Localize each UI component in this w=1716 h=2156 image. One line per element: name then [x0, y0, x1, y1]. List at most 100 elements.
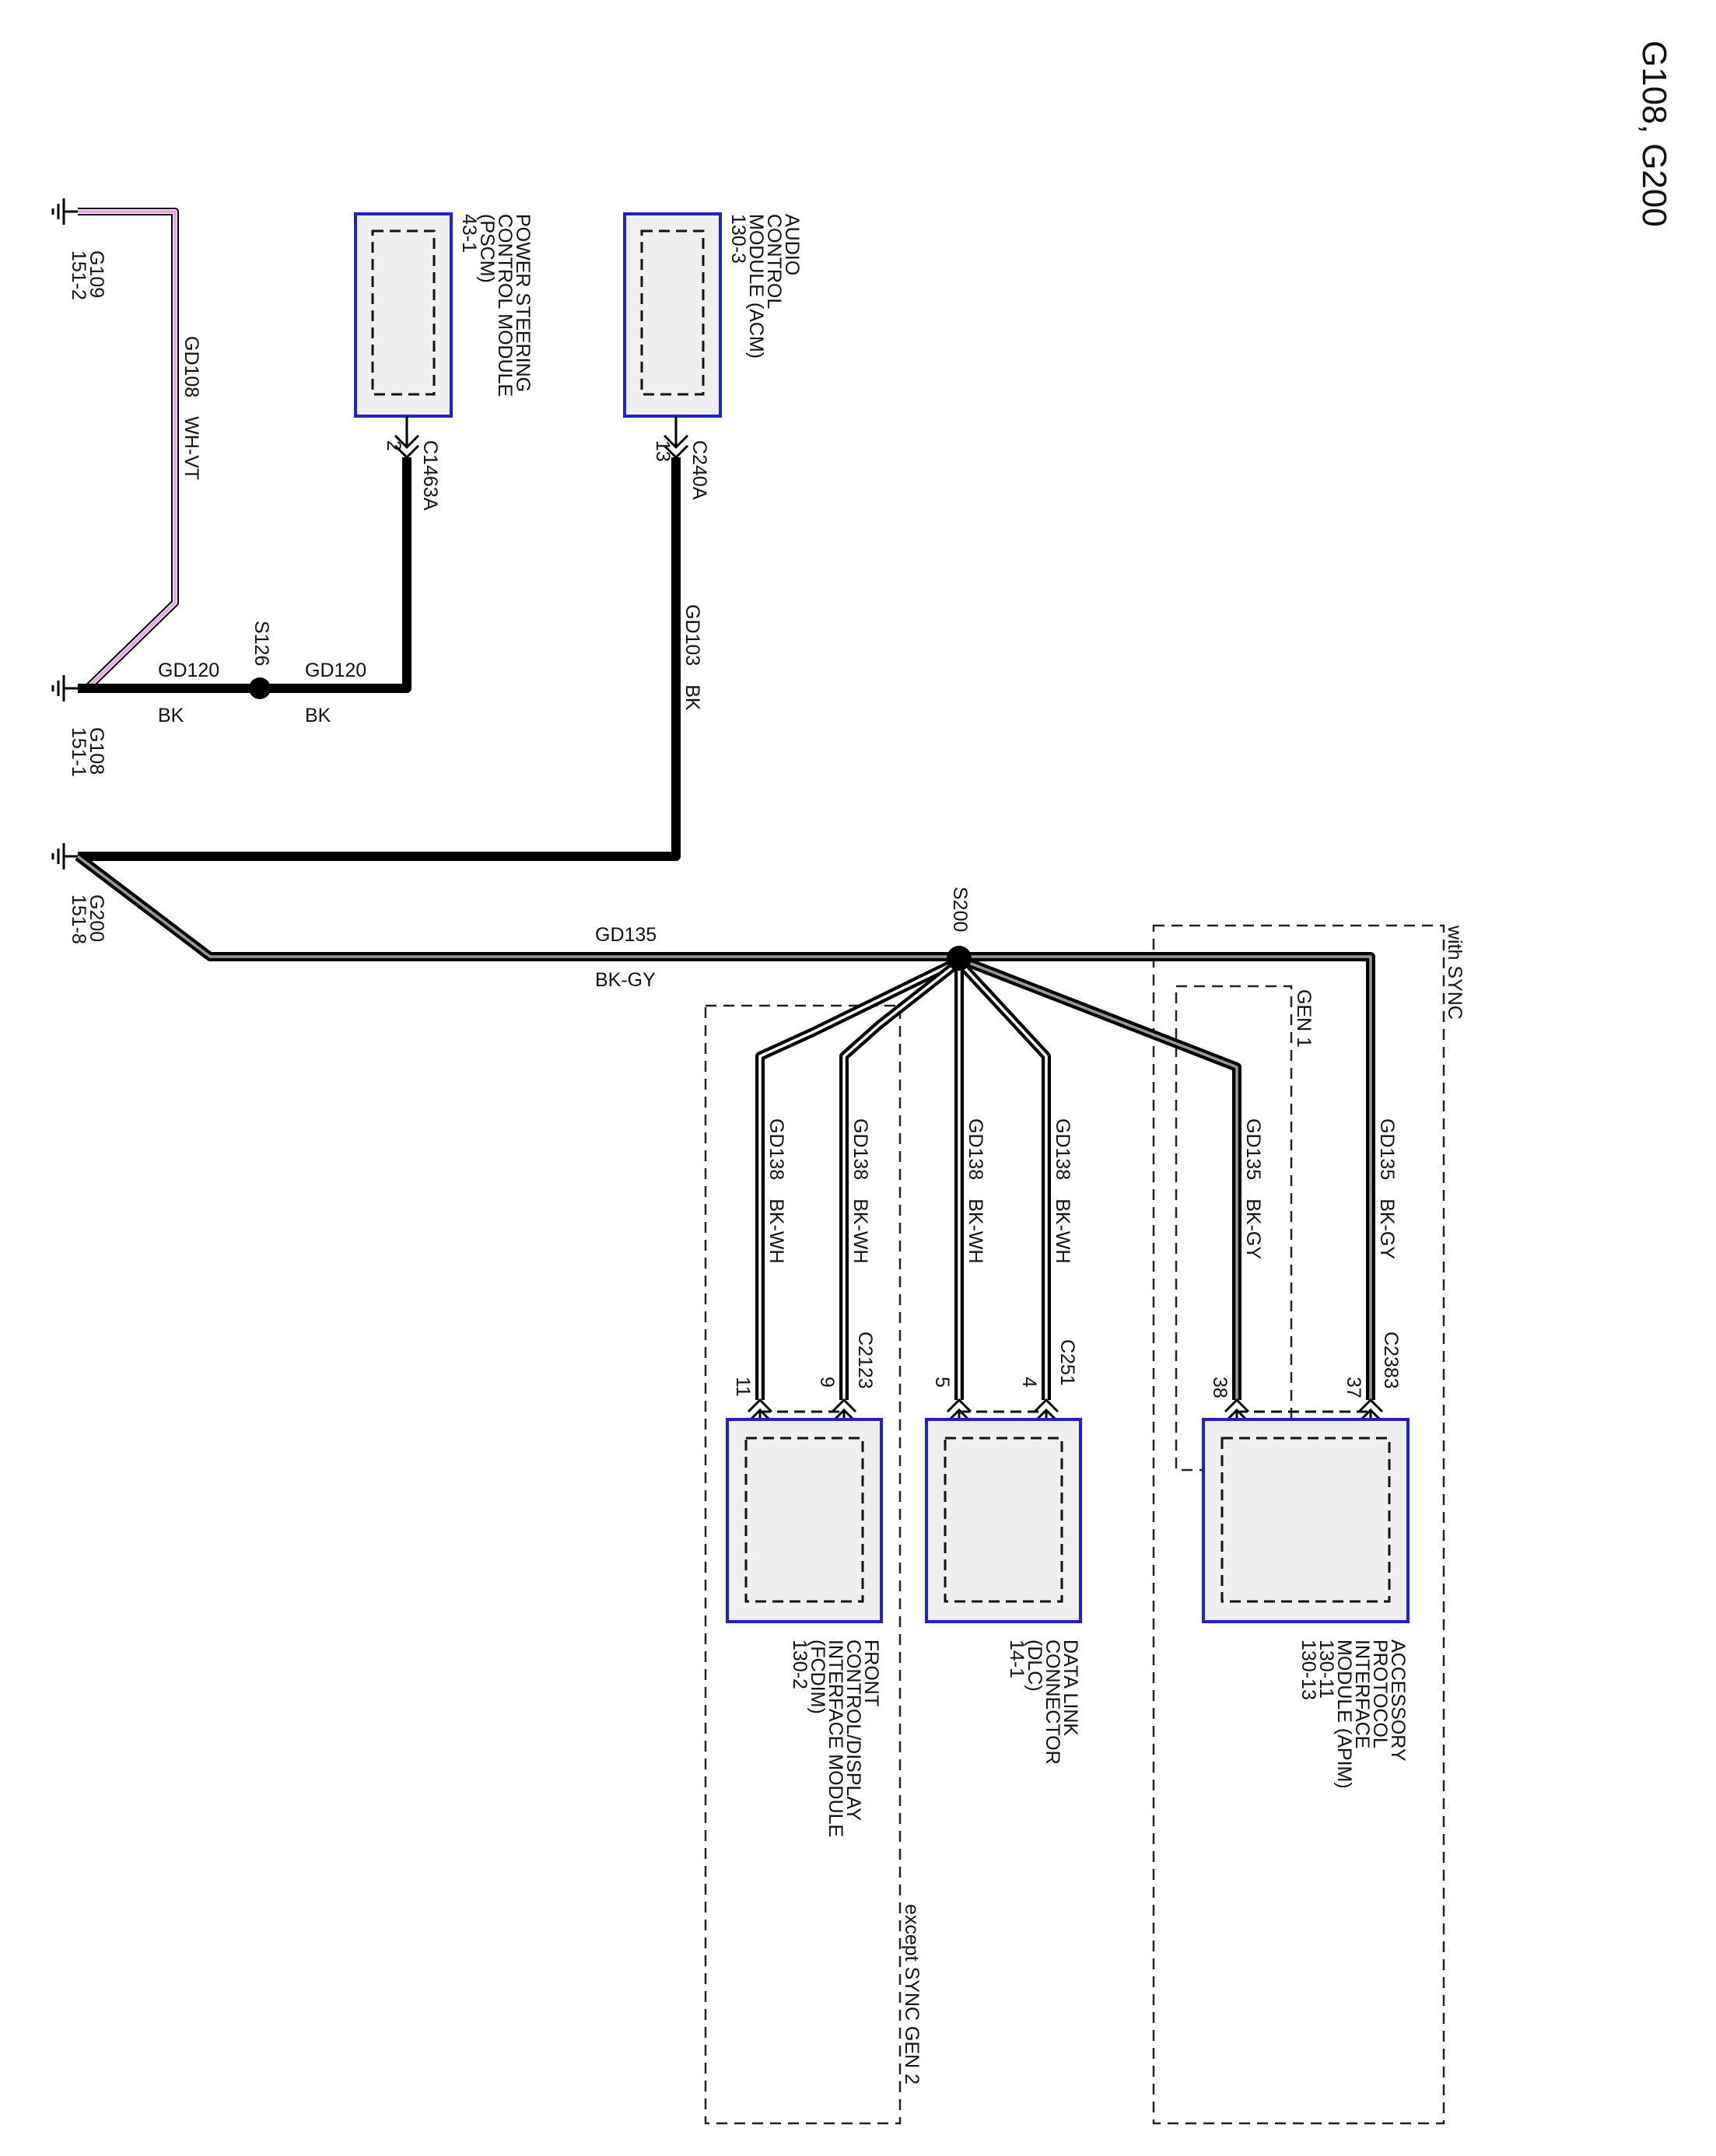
apim-module: ACCESSORY PROTOCOL INTERFACE MODULE (API… [1202, 1418, 1410, 1794]
svg-text:POWER STEERING CONTROL M: POWER STEERING CONTROL MODULE (PSCM) 43-… [458, 214, 534, 402]
dlc-connector-label: C251 [1056, 1339, 1078, 1386]
svg-text:GD135BK-GY: GD135BK-GY [1376, 1118, 1398, 1259]
svg-text:GD108WH-VT: GD108WH-VT [180, 336, 202, 480]
wire-gd135-apim-38: GD135BK-GY [957, 954, 1264, 1400]
acm-pin-13: 13 [652, 440, 674, 462]
g200-ref: 151-8 [68, 894, 89, 944]
gd108-color: WH-VT [180, 416, 202, 480]
pscm-connector-c1463a: C1463A 2 [383, 416, 441, 511]
acm-label-line2: CONTROL [763, 214, 785, 309]
fcdim-label-line2: CONTROL/DISPLAY [842, 1640, 864, 1821]
fcdim-label-line1: FRONT [860, 1640, 882, 1706]
gd135a-color: BK-GY [1242, 1199, 1264, 1259]
svg-text:GD103BK: GD103BK [681, 604, 703, 711]
acm-label-line4: 130-3 [727, 214, 749, 264]
fcdim-label-line4: (FCDIM) [807, 1640, 828, 1714]
s126-label: S126 [250, 621, 272, 666]
wire-gd103: GD103BK [78, 457, 703, 861]
pscm-module: POWER STEERING CONTROL MODULE (PSCM) 43-… [354, 212, 534, 418]
gd138c-circuit: GD138 [965, 1118, 986, 1180]
apim-connector-c2383: C2383 37 38 [1209, 1332, 1402, 1431]
gd120b-color: BK [305, 705, 331, 726]
pscm-label-line2: CONTROL MODULE [494, 214, 516, 397]
ground-g109: G109 151-2 [51, 198, 107, 303]
wire-gd120: GD120 BK GD120 BK [78, 457, 411, 726]
svg-text:GD135BK-GY: GD135BK-GY [1242, 1118, 1264, 1259]
acm-module: AUDIO CONTROL MODULE (ACM) 130-3 [623, 212, 803, 418]
splice-s126: S126 [249, 621, 272, 699]
gd103-color: BK [681, 684, 703, 711]
dlc-label-line2: CONNECTOR [1042, 1640, 1063, 1765]
apim-label-line3: INTERFACE [1351, 1640, 1373, 1748]
gd135a-circuit: GD135 [1242, 1118, 1264, 1180]
svg-text:GD138BK-WH: GD138BK-WH [1052, 1118, 1073, 1264]
except-sync-gen2-label: except SYNC GEN 2 [901, 1904, 923, 2084]
gd138a-circuit: GD138 [765, 1118, 787, 1180]
gd138d-color: BK-WH [1052, 1199, 1073, 1263]
diagram-title: G108, G200 [1635, 40, 1673, 227]
gd138d-circuit: GD138 [1052, 1118, 1073, 1180]
splice-s200: S200 [947, 887, 972, 971]
g109-ref: 151-2 [68, 250, 89, 300]
dlc-label-line3: (DLC) [1024, 1640, 1045, 1692]
svg-text:ACCESSORY PROTOCOL: ACCESSORY PROTOCOL INTERFACE MODULE (API… [1298, 1640, 1409, 1794]
gd135-main-circuit: GD135 [595, 924, 657, 946]
wire-gd135-apim-37: GD135BK-GY [959, 952, 1398, 1400]
fcdim-pin-9: 9 [816, 1377, 838, 1388]
dlc-label-line4: 14-1 [1006, 1640, 1028, 1678]
pscm-pin-2: 2 [383, 440, 404, 451]
pscm-label-line4: 43-1 [458, 214, 480, 253]
gd138a-color: BK-WH [765, 1199, 787, 1263]
svg-text:G200 151-8: G200 151-8 [68, 894, 107, 947]
wire-gd108: GD108WH-VT [78, 208, 202, 691]
svg-text:AUDIO CONTROL MODU: AUDIO CONTROL MODULE (ACM) 130-3 [727, 214, 803, 364]
apim-pin-37: 37 [1343, 1377, 1364, 1398]
gd135b-circuit: GD135 [1376, 1118, 1398, 1180]
pscm-label-line3: (PSCM) [476, 214, 498, 283]
dlc-pin-5: 5 [931, 1377, 953, 1388]
gd135b-color: BK-GY [1376, 1199, 1398, 1259]
fcdim-label-line3: INTERFACE MODULE [825, 1640, 846, 1837]
ground-g200: G200 151-8 [51, 843, 107, 947]
wire-gd135-main: GD135 BK-GY [75, 852, 959, 991]
dlc-label-line1: DATA LINK [1059, 1640, 1081, 1736]
fcdim-pin-11: 11 [732, 1377, 754, 1397]
svg-text:G109 151-2: G109 151-2 [68, 250, 107, 303]
acm-label-line3: MODULE (ACM) [745, 214, 767, 359]
gd120a-color: BK [158, 705, 184, 726]
gd138c-color: BK-WH [965, 1199, 986, 1263]
acm-label-line1: AUDIO [781, 214, 803, 275]
dlc-connector-c251: C251 4 5 [931, 1339, 1078, 1431]
svg-text:FRONT CONTROL/DISPLAY: FRONT CONTROL/DISPLAY INTERFACE MODULE (… [789, 1640, 882, 1843]
with-sync-group: with SYNC [1152, 924, 1466, 2125]
apim-label-line2: PROTOCOL [1369, 1640, 1391, 1748]
g109-id: G109 [86, 250, 107, 298]
dlc-pin-4: 4 [1018, 1377, 1040, 1388]
svg-text:DATA LINK CONNECTOR: DATA LINK CONNECTOR (DLC) 14-1 [1006, 1640, 1081, 1770]
pscm-label-line1: POWER STEERING [512, 214, 534, 392]
gd120b-circuit: GD120 [305, 660, 366, 681]
wire-gd138-dlc-4: GD138BK-WH [955, 958, 1073, 1400]
gen1-label: GEN 1 [1293, 989, 1315, 1048]
apim-label-line6: 130-13 [1298, 1640, 1319, 1700]
apim-label-line4: MODULE (APIM) [1333, 1640, 1355, 1789]
fcdim-connector-c2123: C2123 9 11 [732, 1332, 876, 1431]
fcdim-module: FRONT CONTROL/DISPLAY INTERFACE MODULE (… [726, 1418, 883, 1843]
apim-label-line1: ACCESSORY [1387, 1640, 1409, 1762]
acm-connector-c240a: C240A 13 [652, 416, 710, 500]
gd138b-circuit: GD138 [849, 1118, 871, 1180]
except-sync-gen2-group: except SYNC GEN 2 [704, 1004, 923, 2125]
gd108-circuit: GD108 [180, 336, 202, 397]
svg-text:G108 151-1: G108 151-1 [68, 727, 107, 780]
wire-gd138-fcdim-9: GD138BK-WH [839, 958, 962, 1400]
ground-g108: G108 151-1 [51, 675, 107, 780]
dlc-module: DATA LINK CONNECTOR (DLC) 14-1 [925, 1418, 1082, 1770]
svg-text:GD138BK-WH: GD138BK-WH [765, 1118, 787, 1264]
gd138b-color: BK-WH [849, 1199, 871, 1263]
gd103-circuit: GD103 [681, 604, 703, 666]
s200-label: S200 [949, 887, 971, 932]
apim-label-line5: 130-11 [1315, 1640, 1337, 1699]
g108-ref: 151-1 [68, 727, 89, 777]
g200-id: G200 [86, 894, 107, 942]
